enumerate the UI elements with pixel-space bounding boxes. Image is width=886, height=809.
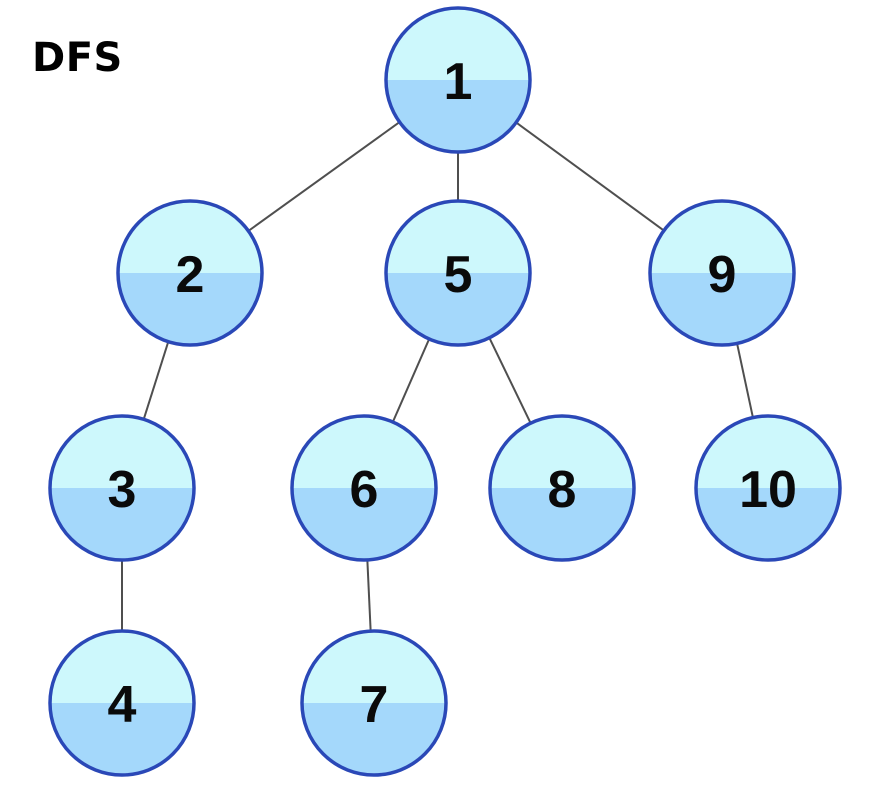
node-outline xyxy=(694,414,842,562)
edges-layer xyxy=(121,121,754,632)
tree-node-4: 4 xyxy=(48,629,196,777)
node-circle xyxy=(118,201,262,345)
node-circle xyxy=(302,631,446,775)
tree-node-9: 9 xyxy=(648,199,796,347)
diagram-title: DFS xyxy=(32,35,123,81)
edge-1-9 xyxy=(515,121,665,232)
node-outline xyxy=(48,414,196,562)
tree-node-5: 5 xyxy=(384,199,532,347)
node-label: 4 xyxy=(108,676,137,734)
node-circle xyxy=(490,416,634,560)
node-label: 3 xyxy=(108,461,137,519)
node-label: 6 xyxy=(350,461,379,519)
tree-node-2: 2 xyxy=(116,199,264,347)
tree-node-7: 7 xyxy=(300,629,448,777)
node-outline xyxy=(488,414,636,562)
node-outline xyxy=(48,629,196,777)
node-outline xyxy=(384,6,532,154)
tree-node-1: 1 xyxy=(384,6,532,154)
node-circle xyxy=(650,201,794,345)
edge-2-3 xyxy=(142,341,170,420)
node-label: 8 xyxy=(548,461,577,519)
tree-node-6: 6 xyxy=(290,414,438,562)
edge-5-6 xyxy=(391,338,431,423)
edge-5-8 xyxy=(488,337,532,424)
edge-9-10 xyxy=(736,343,754,418)
tree-node-10: 10 xyxy=(694,414,842,562)
node-label: 5 xyxy=(444,246,473,304)
node-label: 1 xyxy=(444,53,473,111)
node-circle xyxy=(386,201,530,345)
node-outline xyxy=(290,414,438,562)
node-label: 7 xyxy=(360,676,389,734)
node-circle xyxy=(292,416,436,560)
tree-node-3: 3 xyxy=(48,414,196,562)
edge-1-2 xyxy=(247,121,401,232)
node-circle xyxy=(386,8,530,152)
tree-node-8: 8 xyxy=(488,414,636,562)
node-circle xyxy=(50,416,194,560)
nodes-layer: 1 2 5 9 3 6 8 10 4 7 xyxy=(48,6,842,777)
node-outline xyxy=(116,199,264,347)
node-circle xyxy=(50,631,194,775)
node-label: 2 xyxy=(176,246,205,304)
node-label: 9 xyxy=(708,246,737,304)
node-outline xyxy=(300,629,448,777)
node-outline xyxy=(384,199,532,347)
node-outline xyxy=(648,199,796,347)
node-circle xyxy=(696,416,840,560)
node-label: 10 xyxy=(739,461,797,519)
edge-6-7 xyxy=(366,559,372,632)
